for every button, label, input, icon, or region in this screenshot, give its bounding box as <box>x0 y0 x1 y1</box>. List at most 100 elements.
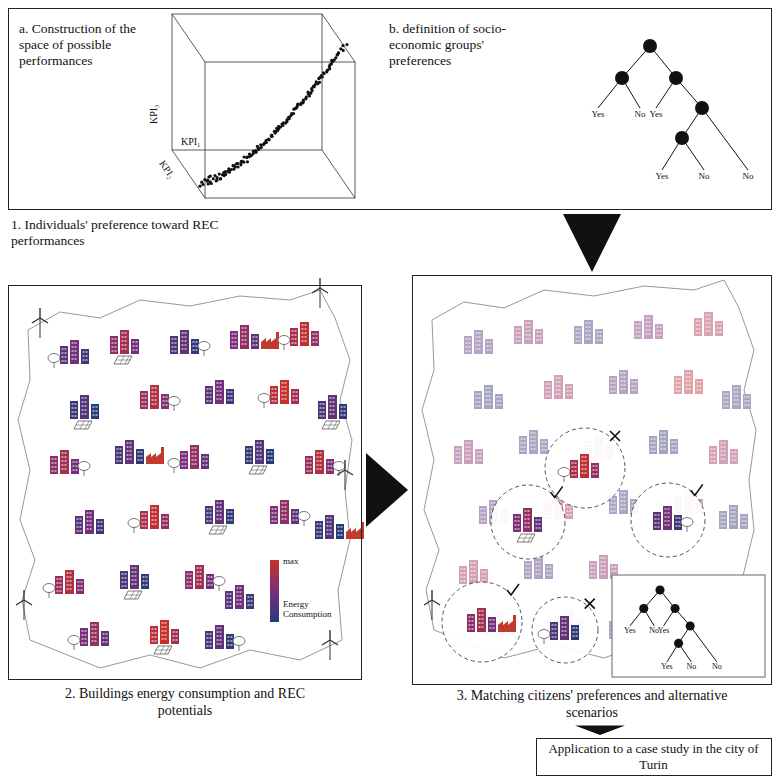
building <box>630 379 638 394</box>
scatter-point <box>239 163 242 166</box>
window-row <box>203 465 208 466</box>
window-row <box>526 327 532 328</box>
window-row <box>307 467 312 468</box>
window-row <box>217 399 223 400</box>
window-row <box>636 336 641 337</box>
building <box>634 321 642 339</box>
window-row <box>293 392 298 393</box>
window-row <box>731 508 737 509</box>
window-row <box>456 453 461 454</box>
window-row <box>127 443 133 444</box>
tree-crown <box>68 636 80 645</box>
window-row <box>327 522 333 523</box>
window-row <box>163 521 168 522</box>
window-row <box>320 412 325 413</box>
window-row <box>525 527 531 528</box>
window-row <box>103 638 108 639</box>
tree-node <box>669 71 683 85</box>
window-row <box>536 524 541 525</box>
window-row <box>621 373 627 374</box>
window-row <box>525 515 531 516</box>
window-row <box>591 568 596 569</box>
window-row <box>711 461 716 462</box>
building <box>125 440 134 464</box>
window-row <box>192 452 198 453</box>
window-row <box>611 507 616 508</box>
tree-node <box>675 131 689 145</box>
window-row <box>152 508 158 509</box>
building <box>523 508 532 532</box>
window-row <box>217 391 223 392</box>
window-row <box>481 513 486 514</box>
building <box>215 625 224 649</box>
window-row <box>272 513 277 514</box>
window-row <box>526 572 531 573</box>
building <box>90 622 99 646</box>
window-row <box>601 562 607 563</box>
building <box>609 376 617 394</box>
scatter-point <box>325 70 328 73</box>
window-row <box>586 331 592 332</box>
window-row <box>162 635 168 636</box>
window-row <box>536 520 541 521</box>
window-row <box>257 455 263 456</box>
window-row <box>142 394 147 395</box>
panel-caption: 1. Individuals' preference toward REC pe… <box>11 217 281 249</box>
building <box>580 454 589 478</box>
tree-leaf-label: Yes <box>655 172 668 182</box>
window-row <box>203 457 208 458</box>
window-row <box>82 410 88 411</box>
scatter-point <box>276 129 279 132</box>
process-box: Application to a case study in the city … <box>536 738 772 776</box>
window-row <box>466 343 471 344</box>
window-row <box>536 528 541 529</box>
window-row <box>745 397 750 398</box>
window-row <box>330 414 336 415</box>
window-row <box>621 389 627 390</box>
window-row <box>526 576 531 577</box>
factory <box>498 615 516 632</box>
legend-text: Energy Consumption <box>283 600 345 620</box>
window-row <box>481 521 486 522</box>
window-row <box>479 615 485 616</box>
window-row <box>127 459 133 460</box>
window-row <box>62 453 68 454</box>
window-row <box>572 463 577 464</box>
window-row <box>253 337 258 338</box>
window-row <box>497 397 502 398</box>
window-row <box>207 638 212 639</box>
window-row <box>466 351 471 352</box>
window-row <box>142 406 147 407</box>
building <box>140 511 148 529</box>
window-row <box>556 382 562 383</box>
scatter-point <box>308 94 311 97</box>
window-row <box>282 391 288 392</box>
scatter-point <box>294 107 297 110</box>
building <box>524 320 533 344</box>
tree-branch <box>702 108 748 170</box>
building <box>663 506 672 530</box>
window-row <box>572 467 577 468</box>
building <box>325 515 334 539</box>
window-row <box>92 629 98 630</box>
window-row <box>82 635 87 636</box>
window-row <box>93 411 98 412</box>
building <box>120 571 128 589</box>
building <box>315 521 323 539</box>
window-row <box>546 392 551 393</box>
tree-crown <box>558 468 570 477</box>
window-row <box>317 457 323 458</box>
scatter-point <box>284 122 287 125</box>
tree-crown <box>298 512 310 521</box>
window-row <box>696 321 701 322</box>
flow-arrow <box>563 214 621 272</box>
window-row <box>62 357 67 358</box>
window-row <box>487 346 492 347</box>
window-row <box>521 451 526 452</box>
window-row <box>724 398 729 399</box>
window-row <box>479 623 485 624</box>
window-row <box>621 385 627 386</box>
window-row <box>207 397 212 398</box>
building <box>300 322 309 346</box>
window-row <box>228 400 233 401</box>
